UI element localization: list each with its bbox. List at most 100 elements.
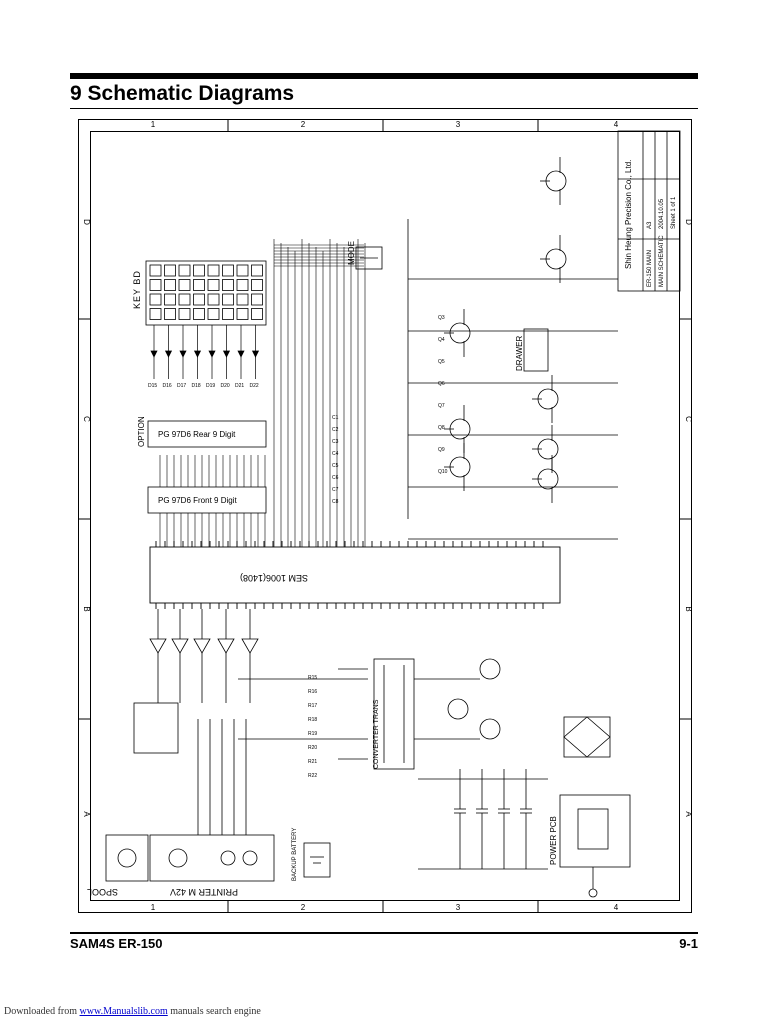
component-ref-label: D16 (163, 383, 172, 389)
key-switch (207, 308, 220, 320)
outer-frame (78, 119, 692, 913)
component-ref-label: Q9 (438, 447, 445, 453)
footer-rule (70, 932, 698, 934)
grid-row-label: A (684, 811, 692, 817)
key-switch (251, 308, 263, 320)
component-ref-label: C4 (332, 451, 339, 457)
key-switch (251, 293, 263, 306)
component-ref-label: C2 (332, 427, 339, 433)
download-note: Downloaded from www.Manualslib.com manua… (4, 1006, 261, 1017)
option-label: OPTION (137, 416, 146, 447)
comparator-symbol (193, 638, 211, 654)
title-block-line: A3 (647, 221, 653, 229)
key-switch (222, 308, 234, 320)
grid-col-label: 1 (151, 120, 156, 129)
component-ref-label: C5 (332, 463, 339, 469)
component-ref-label: D19 (206, 383, 215, 389)
spool-motor (105, 834, 149, 882)
diode-symbol (208, 350, 216, 358)
key-switch (164, 308, 176, 320)
key-switch (207, 293, 220, 306)
grid-col-label: 3 (456, 120, 461, 129)
grid-col-label: 2 (301, 120, 306, 129)
battery-label: BACKUP BATTERY (292, 828, 298, 881)
component-ref-label: C3 (332, 439, 339, 445)
component-ref-label: C6 (332, 475, 339, 481)
component-ref-label: Q8 (438, 425, 445, 431)
comparator-symbol (217, 638, 235, 654)
printer-block (149, 834, 275, 882)
bridge-rectifier (563, 716, 611, 758)
key-switch (164, 264, 176, 277)
front-display-label: PG 97D6 Front 9 Digit (158, 496, 237, 505)
power-pcb (559, 794, 631, 898)
component-ref-label: D15 (148, 383, 157, 389)
component-ref-label: D18 (192, 383, 201, 389)
key-switch (236, 279, 249, 291)
key-switch (178, 293, 191, 306)
grid-row-label: A (82, 811, 91, 817)
key-switch (149, 308, 162, 320)
transformer-label: CONVERTER TRANS (373, 699, 380, 769)
key-switch (164, 293, 176, 306)
manualslib-link[interactable]: www.Manualslib.com (79, 1006, 168, 1017)
key-switch (178, 308, 191, 320)
grid-row-label: C (82, 416, 91, 422)
download-prefix: Downloaded from (4, 1006, 80, 1017)
component-ref-label: C1 (332, 415, 339, 421)
transistor-cluster (407, 157, 618, 540)
comparator-symbol (171, 638, 189, 654)
spool-label: SPOOL (87, 887, 118, 897)
key-switch (149, 293, 162, 306)
cpu-chip (149, 541, 561, 609)
component-ref-label: Q4 (438, 337, 445, 343)
title-top-bar (70, 73, 698, 79)
footer-page-number: 9-1 (679, 936, 698, 951)
key-switch (193, 293, 205, 306)
title-block (617, 130, 681, 292)
grid-row-label: B (684, 606, 692, 611)
key-switch (222, 279, 234, 291)
title-block-line: ER-150 MAIN (647, 250, 653, 287)
key-switch (236, 264, 249, 277)
component-ref-label: Q7 (438, 403, 445, 409)
drawer-label: DRAWER (515, 336, 524, 371)
backup-battery (303, 842, 331, 878)
rear-display-label: PG 97D6 Rear 9 Digit (158, 430, 236, 439)
page-title: 9 Schematic Diagrams (70, 82, 295, 105)
key-switch (149, 279, 162, 291)
grid-row-label: C (684, 416, 692, 422)
diode-symbol (164, 350, 173, 358)
converter-section (338, 658, 501, 770)
key-switch (251, 279, 263, 291)
comparator-row (149, 609, 368, 835)
diode-row (150, 325, 260, 379)
front-display (147, 486, 267, 514)
key-switch (236, 293, 249, 306)
grid-col-label: 2 (301, 903, 306, 912)
component-ref-label: Q5 (438, 359, 445, 365)
inner-frame (90, 131, 680, 901)
keyboard-matrix (145, 260, 267, 326)
grid-col-label: 3 (456, 903, 461, 912)
power-pcb-label: POWER PCB (549, 816, 558, 865)
key-switch (149, 264, 162, 277)
component-ref-label: Q10 (438, 469, 448, 475)
component-ref-label: C7 (332, 487, 339, 493)
component-ref-label: Q6 (438, 381, 445, 387)
mode-switch (355, 246, 383, 270)
key-switch (164, 279, 176, 291)
mode-label: MODE (347, 241, 356, 265)
diode-symbol (237, 350, 245, 358)
diode-symbol (179, 350, 187, 358)
comparator-symbol (241, 638, 259, 654)
component-ref-label: D21 (235, 383, 244, 389)
rear-display (147, 420, 267, 448)
key-switch (193, 308, 205, 320)
component-ref-label: R15 (308, 675, 317, 681)
component-ref-label: D20 (221, 383, 230, 389)
component-ref-label: Q3 (438, 315, 445, 321)
grid-row-label: D (82, 219, 91, 225)
component-ref-label: R21 (308, 759, 317, 765)
grid-col-label: 1 (151, 903, 156, 912)
